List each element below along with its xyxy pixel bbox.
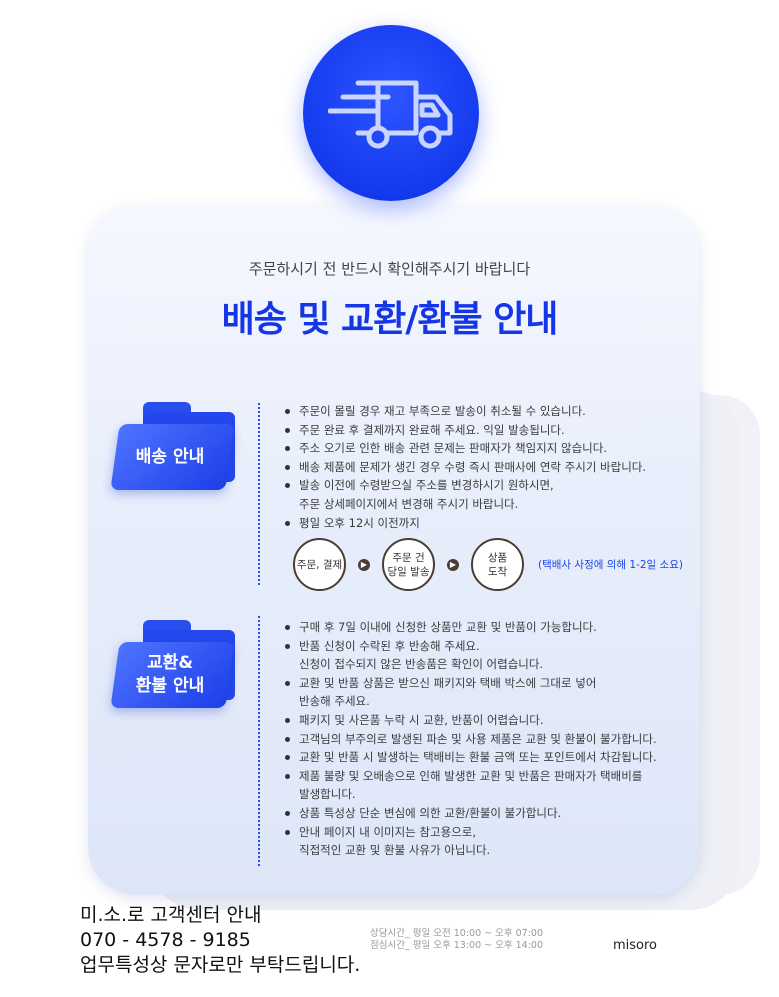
arrow-right-icon: ▶ bbox=[447, 558, 459, 571]
delivery-truck-icon bbox=[328, 80, 453, 149]
business-hours: 상담시간_ 평일 오전 10:00 ~ 오후 07:00 점심시간_ 평일 오후… bbox=[370, 928, 543, 952]
step-label: 주문 건 당일 발송 bbox=[387, 551, 430, 578]
lunch-hours: 점심시간_ 평일 오후 13:00 ~ 오후 14:00 bbox=[370, 940, 543, 951]
list-item: 주문이 몰릴 경우 재고 부족으로 발송이 취소될 수 있습니다. bbox=[283, 402, 646, 421]
flow-step-ship: 주문 건 당일 발송 bbox=[382, 538, 435, 591]
list-item: 반품 신청이 수락된 후 반송해 주세요. bbox=[283, 637, 657, 656]
center-title: 미.소.로 고객센터 안내 bbox=[80, 904, 262, 926]
exchange-list: 구매 후 7일 이내에 신청한 상품만 교환 및 반품이 가능합니다.반품 신청… bbox=[283, 618, 657, 860]
list-item: 주소 오기로 인한 배송 관련 문제는 판매자가 책임지지 않습니다. bbox=[283, 439, 646, 458]
flow-step-order: 주문, 결제 bbox=[293, 538, 346, 591]
exchange-folder: 교환& 환불 안내 bbox=[110, 620, 240, 710]
step-label: 상품 도착 bbox=[487, 551, 508, 578]
list-item: 반송해 주세요. bbox=[299, 694, 370, 709]
list-item: 안내 페이지 내 이미지는 참고용으로, bbox=[283, 823, 657, 842]
list-item: 주문 완료 후 결제까지 완료해 주세요. 익일 발송됩니다. bbox=[283, 421, 646, 440]
list-item: 구매 후 7일 이내에 신청한 상품만 교환 및 반품이 가능합니다. bbox=[283, 618, 657, 637]
list-item: 직접적인 교환 및 환불 사유가 아닙니다. bbox=[299, 843, 491, 858]
list-item: 교환 및 반품 상품은 받으신 패키지와 택배 박스에 그대로 넣어 bbox=[283, 674, 657, 693]
brand-name: misoro bbox=[613, 938, 658, 953]
list-item: 상품 특성상 단순 변심에 의한 교환/환불이 불가합니다. bbox=[283, 804, 657, 823]
step-label: 주문, 결제 bbox=[296, 558, 343, 571]
truck-badge bbox=[303, 25, 479, 201]
divider bbox=[258, 403, 260, 585]
arrow-right-icon: ▶ bbox=[358, 558, 370, 571]
page-title: 배송 및 교환/환불 안내 bbox=[221, 299, 559, 340]
shipping-label: 배송 안내 bbox=[135, 446, 205, 467]
divider bbox=[258, 616, 260, 866]
consult-hours: 상담시간_ 평일 오전 10:00 ~ 오후 07:00 bbox=[370, 928, 543, 939]
shipping-list: 주문이 몰릴 경우 재고 부족으로 발송이 취소될 수 있습니다.주문 완료 후… bbox=[283, 402, 646, 532]
list-item: 고객님의 부주의로 발생된 파손 및 사용 제품은 교환 및 환불이 불가합니다… bbox=[283, 730, 657, 749]
list-item: 발생합니다. bbox=[299, 787, 356, 802]
list-item: 신청이 접수되지 않은 반송품은 확인이 어렵습니다. bbox=[299, 657, 544, 672]
shipping-folder: 배송 안내 bbox=[110, 402, 240, 492]
shipping-flow: 주문, 결제 ▶ 주문 건 당일 발송 ▶ 상품 도착 (택배사 사정에 의해 … bbox=[293, 538, 683, 591]
contact-notice: 업무특성상 문자로만 부탁드립니다. bbox=[80, 954, 361, 976]
list-item: 제품 불량 및 오배송으로 인해 발생한 교환 및 반품은 판매자가 택배비를 bbox=[283, 767, 657, 786]
list-item: 배송 제품에 문제가 생긴 경우 수령 즉시 판매사에 연락 주시기 바랍니다. bbox=[283, 458, 646, 477]
list-item: 평일 오후 12시 이전까지 bbox=[283, 514, 646, 533]
flow-note: (택배사 사정에 의해 1-2일 소요) bbox=[538, 559, 683, 571]
customer-center: 미.소.로 고객센터 안내 070 - 4578 - 9185 업무특성상 문자… bbox=[80, 903, 360, 978]
list-item: 발송 이전에 수령받으실 주소를 변경하시기 원하시면, bbox=[283, 476, 646, 495]
phone-number: 070 - 4578 - 9185 bbox=[80, 929, 251, 951]
flow-step-arrive: 상품 도착 bbox=[471, 538, 524, 591]
list-item: 교환 및 반품 시 발생하는 택배비는 환불 금액 또는 포인트에서 차감됩니다… bbox=[283, 748, 657, 767]
page-subtitle: 주문하시기 전 반드시 확인해주시기 바랍니다 bbox=[248, 260, 531, 278]
exchange-label: 교환& 환불 안내 bbox=[135, 653, 205, 696]
list-item: 주문 상세페이지에서 변경해 주시기 바랍니다. bbox=[299, 496, 519, 511]
list-item: 패키지 및 사은품 누락 시 교환, 반품이 어렵습니다. bbox=[283, 711, 657, 730]
